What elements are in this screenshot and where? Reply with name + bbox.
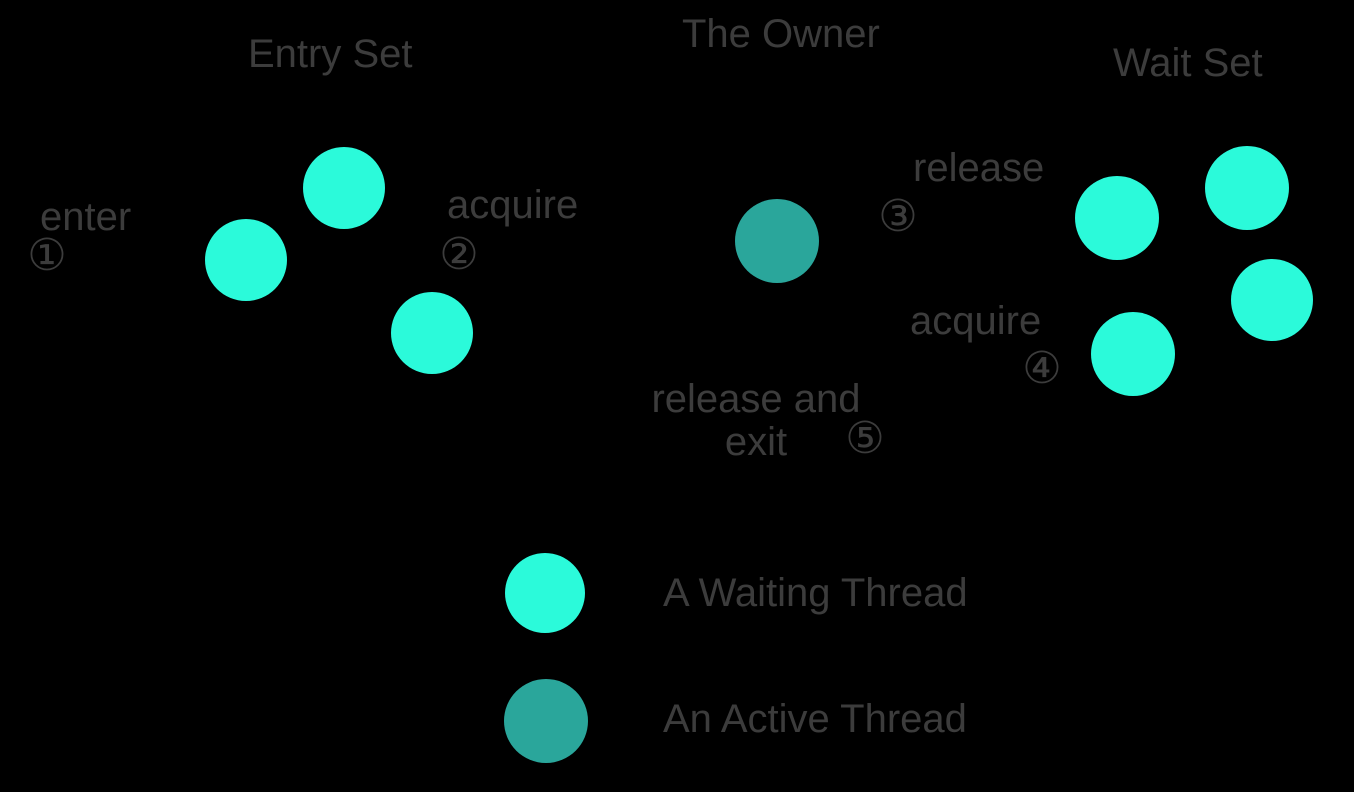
legend-waiting-thread-label: A Waiting Thread — [663, 571, 968, 615]
owner-title: The Owner — [682, 12, 880, 56]
wait-set-thread-1 — [1075, 176, 1159, 260]
release-exit-label: release and exit — [651, 378, 860, 464]
acquire-wait-label: acquire — [910, 299, 1042, 343]
wait-set-title: Wait Set — [1113, 41, 1263, 85]
legend-active-thread-label: An Active Thread — [663, 697, 967, 741]
legend-waiting-thread-swatch — [505, 553, 585, 633]
release-exit-label-line1: release and — [651, 377, 861, 421]
owner-thread — [735, 199, 819, 283]
entry-set-thread-1 — [303, 147, 385, 229]
entry-set-thread-2 — [205, 219, 287, 301]
acquire-entry-label: acquire — [447, 183, 579, 227]
release-label: release — [913, 146, 1045, 190]
wait-set-thread-4 — [1091, 312, 1175, 396]
step-3-number: ③ — [878, 191, 918, 243]
entry-set-title: Entry Set — [248, 32, 413, 76]
legend-active-thread-swatch — [504, 679, 588, 763]
release-exit-label-line2: exit — [724, 420, 788, 464]
step-1-number: ① — [27, 230, 67, 282]
step-2-number: ② — [439, 229, 479, 281]
entry-set-thread-3 — [391, 292, 473, 374]
step-4-number: ④ — [1022, 343, 1062, 395]
enter-label: enter — [40, 195, 132, 239]
wait-set-thread-2 — [1205, 146, 1289, 230]
wait-set-thread-3 — [1231, 259, 1313, 341]
step-5-number: ⑤ — [845, 413, 885, 465]
